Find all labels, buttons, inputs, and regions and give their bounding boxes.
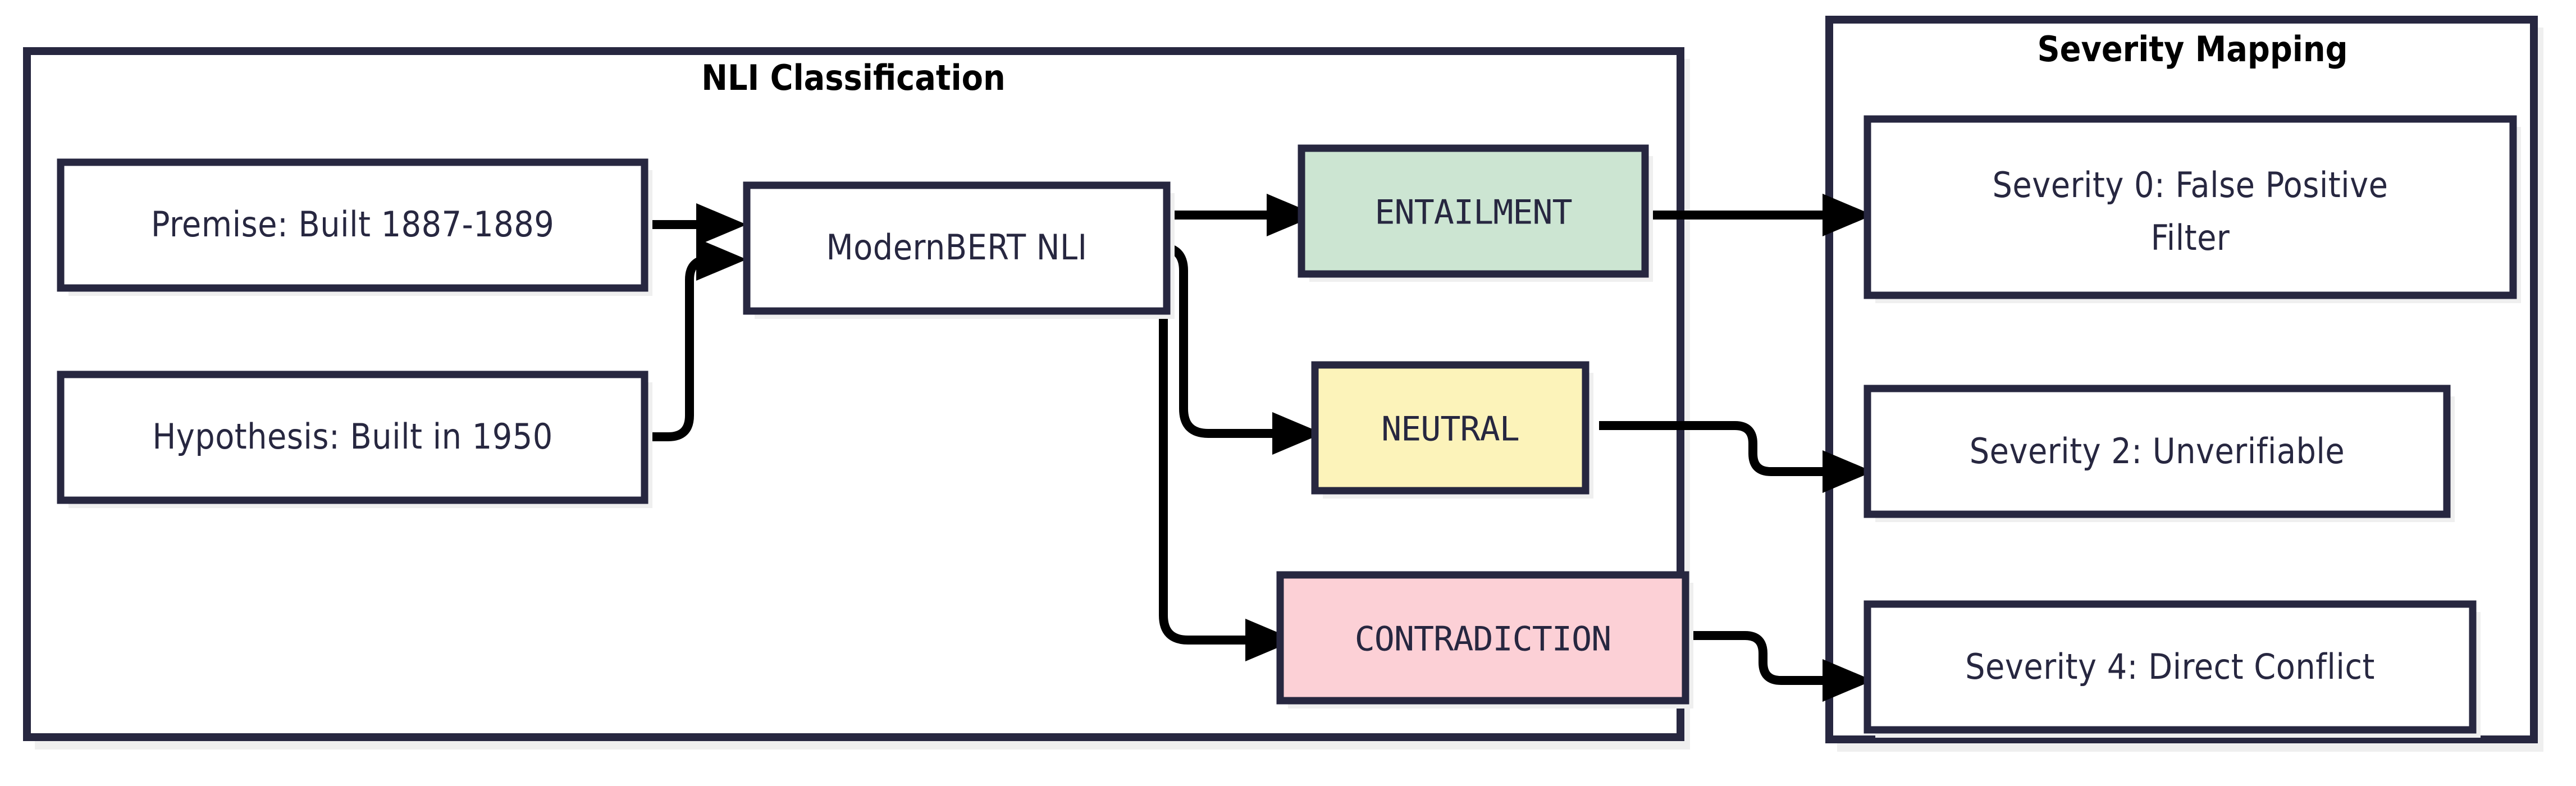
node-severity2-box[interactable]: [1864, 385, 2451, 518]
node-model-label: ModernBERT NLI: [826, 227, 1088, 268]
node-hypothesis[interactable]: Hypothesis: Built in 1950: [57, 371, 652, 508]
node-severity-2[interactable]: Severity 2: Unverifiable: [1864, 385, 2455, 522]
node-entailment-box[interactable]: [1298, 144, 1649, 278]
node-entailment[interactable]: ENTAILMENT: [1298, 144, 1653, 282]
node-model-box[interactable]: [743, 181, 1171, 315]
node-severity0-box[interactable]: [1864, 115, 2517, 299]
edge-entailment-to-severity0: [1625, 194, 1873, 236]
node-severity2-label: Severity 2: Unverifiable: [1970, 431, 2345, 472]
cluster-severity-title: Severity Mapping: [2037, 29, 2347, 70]
node-severity4-box[interactable]: [1864, 600, 2477, 734]
edge-hypothesis-to-model: [646, 238, 747, 441]
node-severity0-label-line1: Severity 0: False Positive: [1992, 164, 2388, 205]
node-hypothesis-box[interactable]: [57, 371, 648, 504]
edge-neutral-to-severity2: [1599, 421, 1873, 493]
edge-contradiction-to-severity4: [1645, 631, 1873, 702]
node-severity-0[interactable]: Severity 0: False Positive Filter: [1864, 115, 2521, 303]
node-contradiction-box[interactable]: [1276, 571, 1689, 705]
node-severity4-label: Severity 4: Direct Conflict: [1965, 646, 2375, 687]
node-premise-label: Premise: Built 1887-1889: [151, 204, 554, 245]
node-contradiction[interactable]: CONTRADICTION: [1276, 571, 1693, 709]
node-neutral-box[interactable]: [1311, 361, 1590, 495]
edge-premise-to-model: [646, 203, 747, 246]
node-neutral-label: NEUTRAL: [1381, 410, 1519, 449]
node-premise-box[interactable]: [57, 158, 648, 292]
cluster-nli-title: NLI Classification: [701, 57, 1005, 98]
node-premise[interactable]: Premise: Built 1887-1889: [57, 158, 652, 296]
node-entailment-label: ENTAILMENT: [1374, 193, 1572, 232]
node-severity-4[interactable]: Severity 4: Direct Conflict: [1864, 600, 2481, 738]
node-neutral[interactable]: NEUTRAL: [1311, 361, 1593, 499]
node-contradiction-label: CONTRADICTION: [1355, 620, 1611, 659]
node-hypothesis-label: Hypothesis: Built in 1950: [152, 416, 552, 457]
node-modernbert-nli[interactable]: ModernBERT NLI: [743, 181, 1175, 319]
node-severity0-label-line2: Filter: [2151, 217, 2230, 258]
